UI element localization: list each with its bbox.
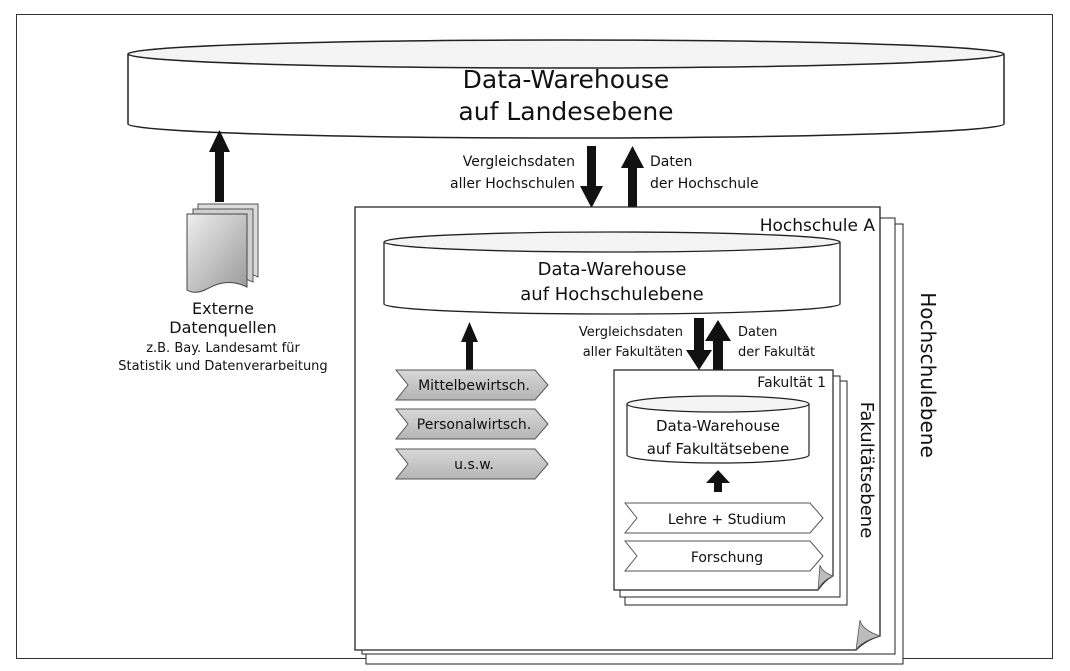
external-detail-line1: z.B. Bay. Landesamt für: [146, 341, 300, 356]
source-usw-label: u.s.w.: [454, 457, 494, 473]
land-dw-title-line1: Data-Warehouse: [463, 65, 670, 94]
flow-land-up-line2: der Hochschule: [650, 176, 759, 192]
fakultaet-dw-line2: auf Fakultätsebene: [647, 440, 790, 458]
land-data-warehouse: Data-Warehouse auf Landesebene: [127, 39, 1005, 139]
document-stack-icon: [186, 203, 259, 293]
flow-hochschule-up-line1: Daten: [738, 325, 777, 340]
up-arrow-hochschule: [628, 165, 637, 209]
hochschule-source-chevrons: Mittelbewirtsch. Personalwirtsch. u.s.w.: [394, 369, 549, 480]
fakultaet-data-warehouse: Data-Warehouse auf Fakultätsebene: [626, 395, 810, 464]
hochschule-dw-line2: auf Hochschulebene: [520, 284, 704, 305]
down-arrow-hochschule: [694, 318, 704, 354]
source-lehre-studium-label: Lehre + Studium: [668, 512, 786, 528]
fakultaetsebene-level-label: Fakultätsebene: [856, 402, 877, 539]
flow-hochschule-down-line2: aller Fakultäten: [583, 345, 683, 360]
hochschule-label: Hochschule A: [760, 216, 876, 236]
flow-land-up-line1: Daten: [650, 154, 692, 170]
chevron-mittelbewirtsch: [394, 369, 549, 401]
flow-land-down-line1: Vergleichsdaten: [463, 154, 575, 170]
chevron-lehre-studium: [623, 502, 824, 534]
land-dw-title-line2: auf Landesebene: [458, 97, 673, 126]
flow-hochschule-up-line2: der Fakultät: [738, 345, 815, 360]
hochschule-fakultaet-flow: Vergleichsdaten aller Fakultäten Daten d…: [579, 318, 815, 372]
flow-land-down-line2: aller Hochschulen: [450, 176, 575, 192]
fakultaet-dw-line1: Data-Warehouse: [656, 417, 780, 435]
fakultaet-sources-arrow: [706, 470, 730, 492]
external-detail-line2: Statistik und Datenverarbeitung: [118, 359, 327, 374]
external-title-line2: Datenquellen: [169, 318, 276, 337]
external-sources-label: Externe Datenquellen z.B. Bay. Landesamt…: [118, 299, 327, 374]
hochschule-data-warehouse: Data-Warehouse auf Hochschulebene: [383, 231, 841, 315]
flow-hochschule-down-line1: Vergleichsdaten: [579, 325, 683, 340]
chevron-personalwirtsch: [394, 408, 549, 440]
down-arrow-land: [587, 146, 596, 190]
hochschule-sources-arrow: [461, 322, 478, 370]
land-hochschule-flow: Vergleichsdaten aller Hochschulen Daten …: [450, 146, 759, 209]
source-forschung-label: Forschung: [691, 550, 763, 566]
fakultaet-source-chevrons: Lehre + Studium Forschung: [623, 502, 824, 572]
external-title-line1: Externe: [192, 299, 254, 318]
external-to-land-arrow: [209, 130, 230, 202]
hochschulebene-level-label: Hochschulebene: [916, 292, 940, 458]
source-personalwirtsch-label: Personalwirtsch.: [417, 417, 531, 433]
chevron-forschung: [623, 540, 824, 572]
hochschule-dw-line1: Data-Warehouse: [538, 259, 687, 280]
fakultaet-label: Fakultät 1: [757, 375, 826, 391]
up-arrow-fakultaet: [713, 338, 723, 372]
source-mittelbewirtsch-label: Mittelbewirtsch.: [418, 378, 530, 394]
chevron-usw: [394, 448, 549, 480]
